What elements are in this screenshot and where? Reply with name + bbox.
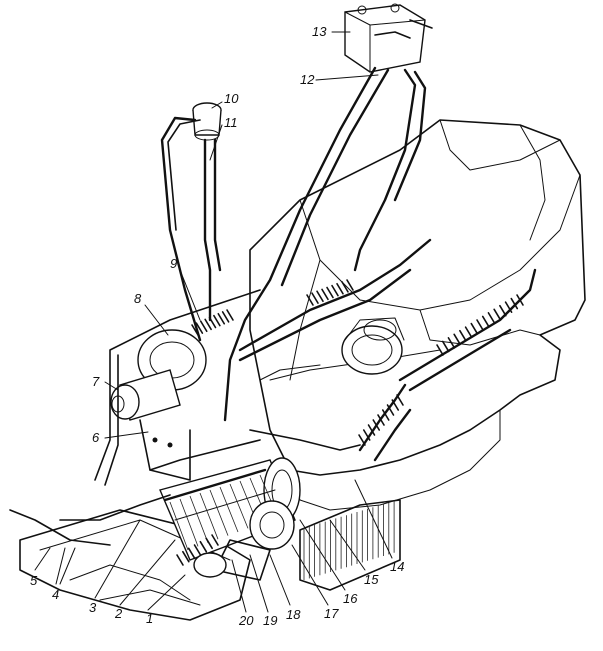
callout-8: 8 [134,291,142,306]
air-filter-housing [341,317,405,375]
expansion-tank [344,3,433,73]
callout-9: 9 [170,256,178,271]
callout-20: 20 [239,613,254,628]
callout-10: 10 [224,91,239,106]
callout-1: 1 [146,611,154,626]
corrugated-hoses [176,279,524,566]
callout-3: 3 [89,600,97,615]
callout-16: 16 [343,591,358,606]
callout-17: 17 [324,606,339,621]
callout-4: 4 [52,587,60,602]
leader-lines [34,31,393,613]
callout-13: 13 [312,24,327,39]
radiator-grille [299,499,401,591]
callout-19: 19 [263,613,278,628]
callout-18: 18 [286,607,301,622]
callout-2: 2 [115,606,123,621]
filler-cap [192,102,222,141]
callout-7: 7 [92,374,100,389]
callout-14: 14 [390,559,405,574]
callout-11: 11 [224,115,238,130]
callout-15: 15 [364,572,379,587]
ignition-unit [193,500,295,581]
callout-12: 12 [300,72,315,87]
fan-motor [110,329,207,481]
callout-6: 6 [92,430,100,445]
callout-5: 5 [30,573,38,588]
